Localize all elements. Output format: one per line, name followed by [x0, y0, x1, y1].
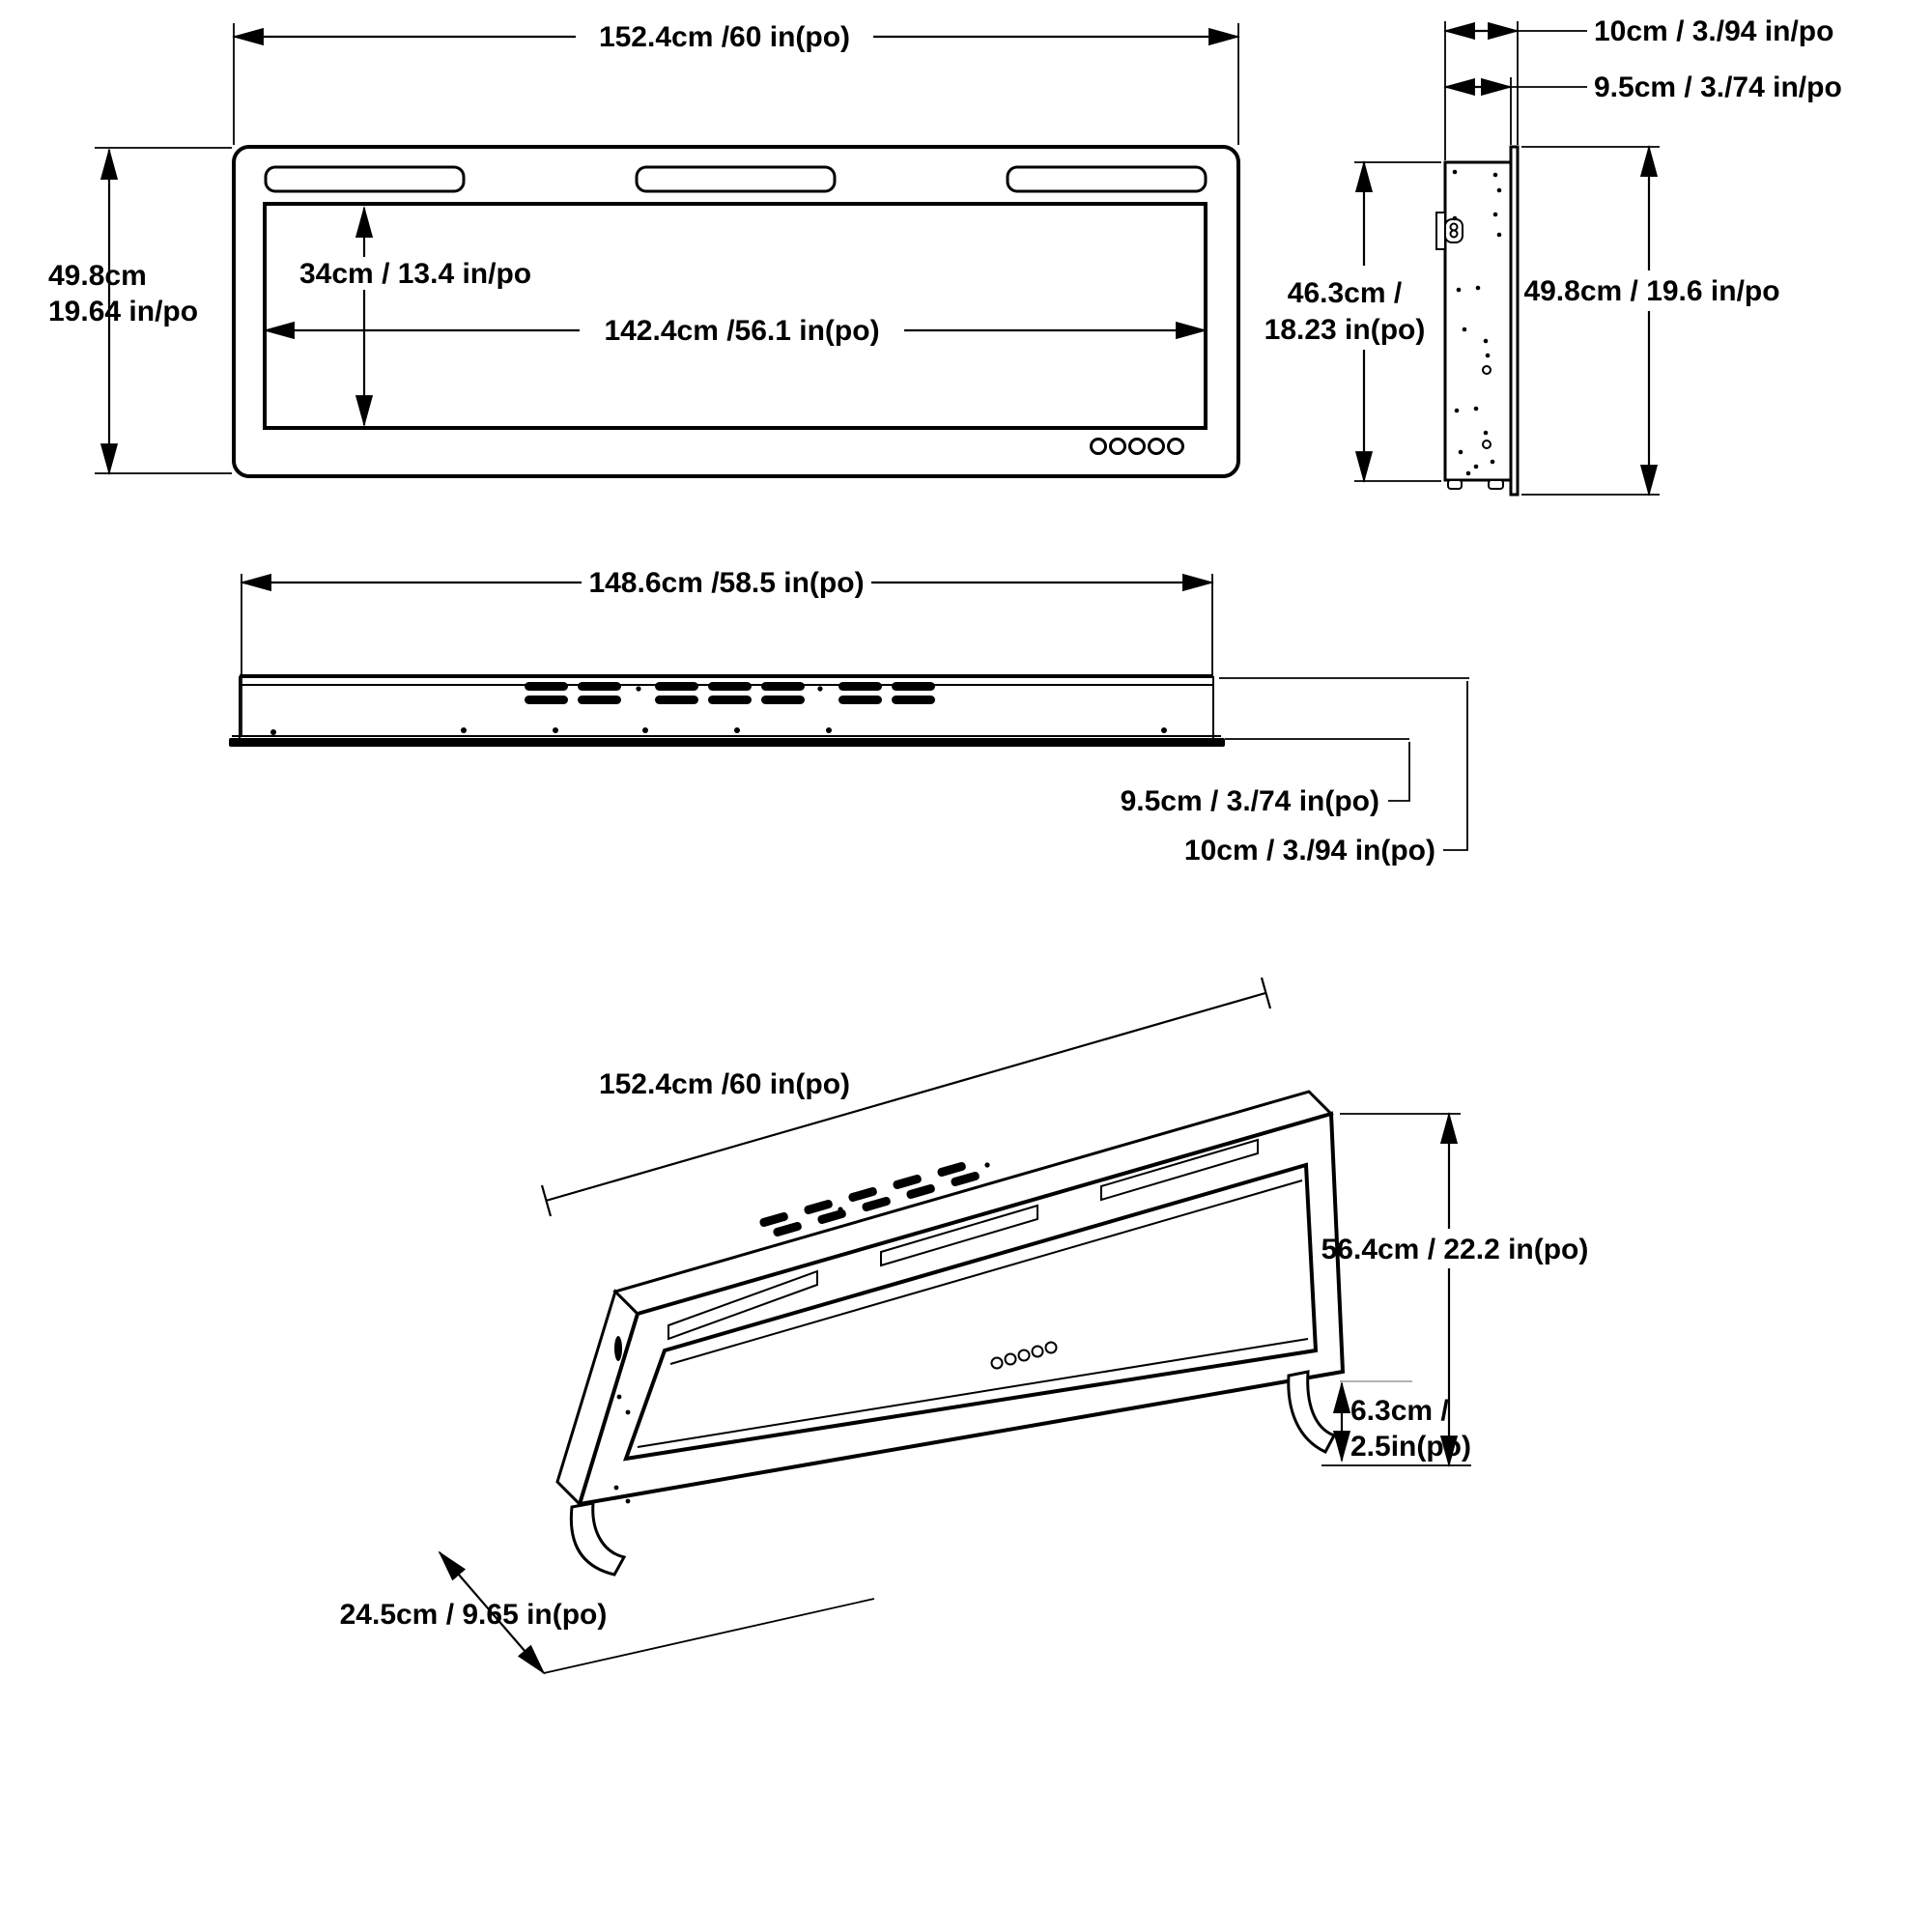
iso-fascia-vent-1 [668, 1269, 818, 1341]
bottom-screw-dots [270, 686, 1167, 735]
front-vent-1 [264, 165, 466, 193]
iso-width-tick-left [540, 1184, 553, 1217]
front-vent-3 [1006, 165, 1208, 193]
side-view: 10cm / 3./94 in/po 9.5cm / 3./74 in/po [1264, 15, 1842, 497]
front-vent-2 [635, 165, 837, 193]
iso-side-dots [613, 1394, 631, 1504]
side-bracket-plate [1435, 212, 1446, 250]
side-depth-recess-label: 9.5cm / 3./74 in/po [1594, 71, 1842, 103]
side-front-plate [1509, 145, 1520, 497]
side-screw-dots [1452, 169, 1502, 476]
iso-glass [622, 1162, 1319, 1462]
bottom-depth-overall-label: 10cm / 3./94 in(po) [1184, 835, 1435, 867]
side-bracket-hole-bottom [1449, 229, 1459, 239]
side-rear-height-label-1: 46.3cm / [1288, 277, 1403, 309]
iso-depth-label: 24.5cm / 9.65 in(po) [340, 1599, 608, 1631]
iso-depth-dim [438, 1550, 546, 1675]
iso-fascia-vent-2 [880, 1204, 1038, 1267]
bottom-depth-recess-bracket [1388, 742, 1410, 802]
front-view: 152.4cm /60 in(po) 49.8cm 19.64 in/po 34… [48, 21, 1241, 478]
side-bracket-hole-top [1449, 222, 1459, 232]
iso-width-dim [545, 991, 1266, 1203]
iso-top-louvers [759, 1161, 990, 1236]
side-hole-2 [1482, 440, 1492, 449]
side-depth-overall-label: 10cm / 3./94 in/po [1594, 15, 1833, 47]
front-control-buttons [1090, 438, 1184, 455]
iso-foot-left [569, 1501, 627, 1577]
iso-height-label: 56.4cm / 22.2 in(po) [1321, 1234, 1589, 1265]
iso-width-tick-right [1260, 977, 1272, 1009]
side-foot-left [1447, 479, 1463, 490]
iso-side-keyhole [614, 1336, 622, 1361]
front-height-label-2: 19.64 in/po [48, 296, 198, 327]
iso-ground-line [543, 1598, 875, 1674]
iso-view: 152.4cm /60 in(po) [340, 977, 1589, 1675]
side-body [1443, 160, 1513, 482]
iso-glass-ledge-top [669, 1179, 1303, 1365]
side-front-height-label: 49.8cm / 19.6 in/po [1523, 275, 1779, 307]
side-hole-1 [1482, 365, 1492, 375]
bottom-depth-overall-bracket [1443, 681, 1468, 851]
front-width-label: 152.4cm /60 in(po) [599, 21, 850, 53]
iso-foot-right [1287, 1370, 1337, 1454]
bottom-louvers [525, 682, 935, 704]
bottom-plate [229, 738, 1225, 747]
iso-foot-height-label-1: 6.3cm / [1350, 1395, 1449, 1427]
bottom-depth-recess-label: 9.5cm / 3./74 in(po) [1121, 785, 1379, 817]
bottom-view: 148.6cm /58.5 in(po) 9.5cm / 3./74 in(p [229, 567, 1469, 867]
front-glass-width-label: 142.4cm /56.1 in(po) [604, 315, 879, 347]
iso-fascia-vent-3 [1100, 1138, 1259, 1202]
iso-width-label: 152.4cm /60 in(po) [599, 1068, 850, 1100]
iso-foot-height-label-2: 2.5in(po) [1350, 1431, 1471, 1463]
side-rear-height-label-2: 18.23 in(po) [1264, 314, 1426, 346]
side-foot-right [1488, 479, 1504, 490]
iso-glass-ledge-bottom [637, 1338, 1309, 1448]
bottom-width-label: 148.6cm /58.5 in(po) [588, 567, 864, 599]
front-glass-height-label: 34cm / 13.4 in/po [299, 258, 531, 290]
front-height-label-1: 49.8cm [48, 260, 147, 292]
iso-control-buttons [990, 1341, 1058, 1370]
front-glass [263, 202, 1208, 430]
